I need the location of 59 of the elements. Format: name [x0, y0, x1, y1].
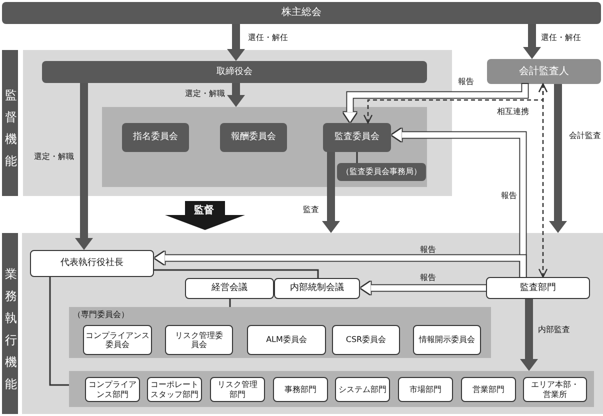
committee-box: CSR委員会 [332, 325, 400, 355]
committee-box: 情報開示委員会 [413, 325, 481, 355]
process-box: 監査部門 [486, 277, 590, 299]
office-box: （監査委員会事務局） [337, 163, 426, 181]
department-box: コーポレートスタッフ部門 [147, 377, 202, 402]
panel [102, 107, 427, 187]
hollow-arrow [361, 282, 486, 294]
edge-label: 選任・解任 [541, 32, 581, 43]
top-bar: 株主総会 [2, 2, 601, 24]
department-box: 営業部門 [461, 377, 516, 402]
edge-label: 内部監査 [538, 324, 570, 335]
department-box: 市場部門 [398, 377, 453, 402]
process-box: 内部統制会議 [274, 278, 360, 299]
department-box: コンプライアンス部門 [85, 377, 140, 402]
arrow [322, 152, 340, 233]
board-bar: 取締役会 [42, 61, 427, 83]
arrow [75, 83, 93, 250]
auditor-box: 会計監査人 [487, 59, 601, 84]
committee-box: コンプライアンス委員会 [83, 325, 152, 355]
edge-label: 報告 [458, 76, 474, 87]
committee-box: 指名委員会 [122, 123, 189, 152]
panel [22, 233, 603, 414]
department-box: リスク管理部門 [210, 377, 265, 402]
arrow-label: 監督 [194, 204, 214, 217]
arrow [227, 24, 245, 61]
committee-box: 監査委員会 [323, 123, 391, 152]
committee-box: 報酬委員会 [220, 123, 287, 152]
edge-label: 監査 [303, 204, 319, 215]
edge-label: 報告 [501, 190, 517, 201]
department-box: 事務部門 [273, 377, 328, 402]
arrow [520, 299, 538, 371]
side-label: 業務執行機能 [2, 233, 18, 414]
committee-box: ALM委員会 [247, 325, 326, 355]
arrow [227, 83, 245, 107]
connector-line [356, 152, 358, 163]
edge-label: 選定・解職 [185, 88, 225, 99]
edge-label: 選任・解任 [248, 32, 288, 43]
arrow [523, 24, 541, 59]
edge-label: 報告 [420, 272, 436, 283]
process-box: 経営会議 [185, 278, 274, 299]
section-heading: （専門委員会） [73, 310, 129, 320]
connector-line [49, 277, 69, 386]
connector-line [154, 269, 319, 278]
panel [23, 50, 452, 196]
committee-box: リスク管理委員会 [165, 325, 233, 355]
edge-label: 報告 [420, 244, 436, 255]
department-box: システム部門 [335, 377, 390, 402]
hollow-arrow [155, 252, 526, 277]
department-box: エリア本部・営業所 [523, 377, 587, 402]
connector-line [229, 299, 231, 307]
edge-label: 相互連携 [497, 106, 529, 117]
dashed-arrow [538, 83, 548, 278]
side-label: 監督機能 [2, 50, 18, 196]
edge-label: 選定・解職 [34, 151, 74, 162]
panel [69, 307, 491, 358]
panel [69, 371, 594, 407]
edge-label: 会計監査 [569, 130, 601, 141]
process-box: 代表執行役社長 [30, 250, 154, 277]
arrow [549, 84, 567, 233]
